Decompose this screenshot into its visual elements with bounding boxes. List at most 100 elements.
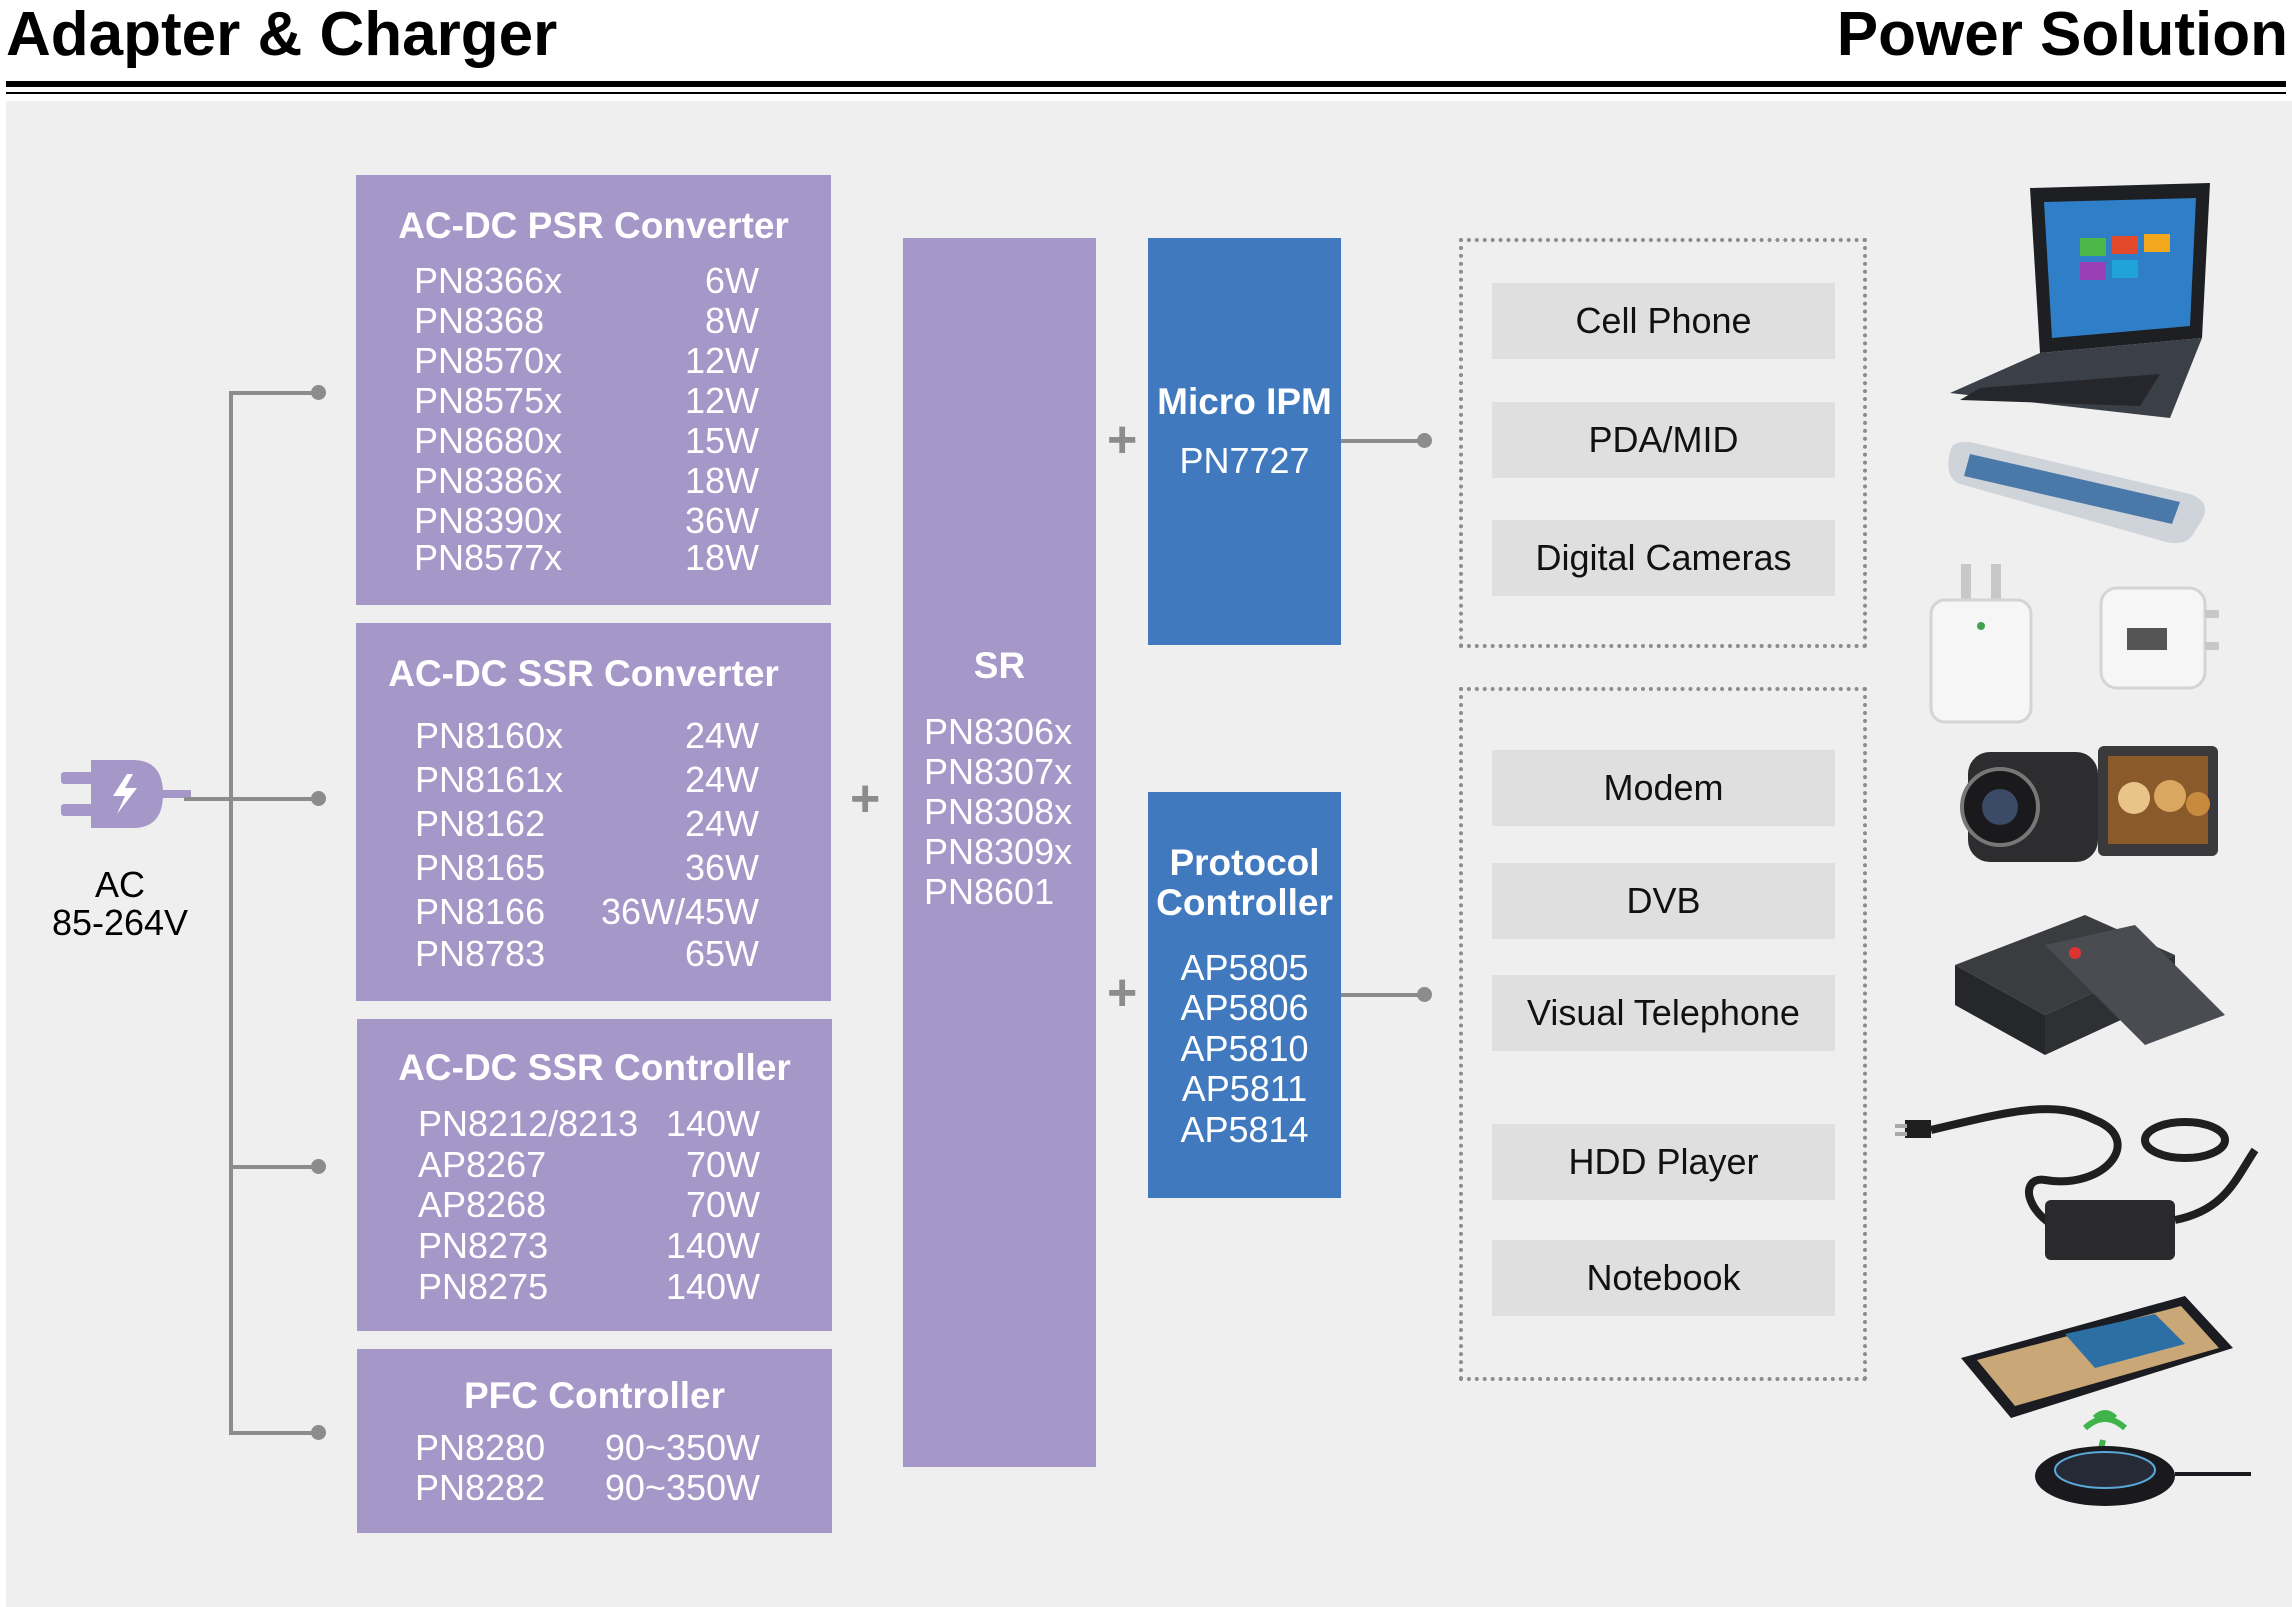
ssr-converter-block: AC-DC SSR Converter PN8160x 24W PN8161x … (356, 623, 831, 1001)
sr-title: SR (973, 645, 1026, 686)
sr-part: PN8307x (924, 751, 1073, 792)
protocol-part: AP5806 (1180, 987, 1309, 1028)
app-notebook: Notebook (1492, 1240, 1835, 1316)
ssr-conv-part: PN8161x (415, 759, 564, 800)
ssr-conv-power: 36W (684, 847, 759, 888)
connector-dot (1417, 987, 1432, 1002)
sr-part: PN8306x (924, 711, 1073, 752)
pfc-title: PFC Controller (463, 1375, 726, 1416)
protocol-controller-block: Protocol Controller AP5805 AP5806 AP5810… (1148, 792, 1341, 1198)
psr-power: 8W (705, 300, 759, 341)
usb-charger-icon (1929, 564, 2033, 724)
pfc-controller-block: PFC Controller PN8280 90~350W PN8282 90~… (357, 1349, 832, 1533)
bus-line (229, 391, 233, 1434)
psr-part: PN8368 (414, 300, 545, 341)
psr-part: PN8386x (414, 460, 563, 501)
protocol-part: AP5810 (1180, 1028, 1309, 1069)
psr-part: PN8577x (414, 537, 563, 578)
micro-ipm-block: Micro IPM PN7727 (1148, 238, 1341, 645)
bus-branch-pfc (229, 1431, 319, 1435)
ssr-ctrl-power: 140W (665, 1266, 760, 1307)
pfc-power: 90~350W (604, 1427, 760, 1468)
app-hdd-player: HDD Player (1492, 1124, 1835, 1200)
bus-branch-ssr-ctrl (229, 1165, 319, 1169)
header-rule (6, 81, 2286, 87)
app-pda-mid: PDA/MID (1492, 402, 1835, 478)
protocol-title-line2: Controller (1156, 882, 1333, 923)
psr-title: AC-DC PSR Converter (398, 205, 789, 246)
protocol-title-line1: Protocol (1169, 842, 1320, 883)
sr-part: PN8601 (924, 871, 1055, 912)
ssr-ctrl-power: 70W (685, 1144, 760, 1185)
ssr-ctrl-part: PN8212/8213 (418, 1103, 639, 1144)
protocol-part: AP5805 (1180, 947, 1309, 988)
psr-part: PN8680x (414, 420, 563, 461)
ssr-conv-power: 65W (684, 933, 759, 974)
protocol-part: AP5814 (1180, 1109, 1309, 1150)
protocol-part: AP5811 (1181, 1068, 1308, 1109)
micro-ipm-title: Micro IPM (1157, 381, 1332, 422)
psr-part: PN8390x (414, 500, 563, 541)
connector-line (1341, 439, 1425, 443)
connector-dot (311, 1425, 326, 1440)
usb-adapter-icon (2099, 586, 2219, 690)
ssr-conv-part: PN8783 (415, 933, 546, 974)
bus-branch-psr (229, 391, 319, 395)
ac-label-text: AC (94, 864, 145, 905)
sr-block: SR PN8306x PN8307x PN8308x PN8309x PN860… (903, 238, 1096, 1467)
ssr-conv-part: PN8160x (415, 715, 564, 756)
ssr-conv-power: 36W/45W (600, 891, 759, 932)
power-plug-icon (61, 760, 191, 828)
ssr-ctrl-part: AP8267 (418, 1144, 547, 1185)
psr-power: 18W (684, 460, 759, 501)
ssr-conv-power: 24W (684, 715, 759, 756)
application-group-1 (1459, 238, 1867, 648)
ssr-ctrl-part: AP8268 (418, 1184, 547, 1225)
psr-converter-block: AC-DC PSR Converter PN8366x 6W PN8368 8W… (356, 175, 831, 605)
ssr-conv-part: PN8162 (415, 803, 546, 844)
ssr-conv-power: 24W (684, 803, 759, 844)
input-line (184, 797, 319, 801)
page-title: Adapter & Charger (6, 0, 558, 69)
camcorder-icon (1960, 746, 2218, 862)
ssr-converter-title: AC-DC SSR Converter (388, 653, 779, 694)
pfc-part: PN8282 (415, 1467, 546, 1508)
ac-voltage-range: 85-264V (51, 902, 189, 943)
wireless-charging-phone-icon (1961, 1296, 2251, 1506)
connector-dot (311, 1159, 326, 1174)
connector-dot (311, 385, 326, 400)
ssr-conv-part: PN8166 (415, 891, 546, 932)
section-title: Power Solution (1836, 0, 2288, 69)
psr-power: 6W (705, 260, 759, 301)
app-modem: Modem (1492, 750, 1835, 826)
plus-sign: + (1107, 411, 1138, 469)
ssr-conv-part: PN8165 (415, 847, 546, 888)
psr-power: 36W (684, 500, 759, 541)
psr-power: 12W (684, 380, 759, 421)
application-group-2 (1459, 687, 1867, 1381)
connector-line (1341, 993, 1425, 997)
ssr-controller-block: AC-DC SSR Controller PN8212/8213 140W AP… (357, 1019, 832, 1331)
sr-part: PN8309x (924, 831, 1073, 872)
set-top-box-icon (1955, 915, 2225, 1055)
header-rule-thin (6, 92, 2286, 94)
ssr-ctrl-power: 140W (665, 1225, 760, 1266)
psr-part: PN8366x (414, 260, 563, 301)
ssr-ctrl-part: PN8273 (418, 1225, 549, 1266)
micro-ipm-part: PN7727 (1179, 440, 1310, 481)
psr-part: PN8575x (414, 380, 563, 421)
pfc-power: 90~350W (604, 1467, 760, 1508)
plus-sign: + (1107, 964, 1138, 1022)
pfc-part: PN8280 (415, 1427, 546, 1468)
psr-part: PN8570x (414, 340, 563, 381)
plus-sign: + (850, 770, 881, 828)
sr-part: PN8308x (924, 791, 1073, 832)
ssr-ctrl-power: 70W (685, 1184, 760, 1225)
psr-power: 18W (684, 537, 759, 578)
tablet-laptop-icon (1950, 183, 2210, 418)
ssr-ctrl-part: PN8275 (418, 1266, 549, 1307)
laptop-power-adapter-icon (1895, 1105, 2259, 1260)
app-cell-phone: Cell Phone (1492, 283, 1835, 359)
ssr-controller-title: AC-DC SSR Controller (398, 1047, 791, 1088)
ssr-ctrl-power: 140W (665, 1103, 760, 1144)
